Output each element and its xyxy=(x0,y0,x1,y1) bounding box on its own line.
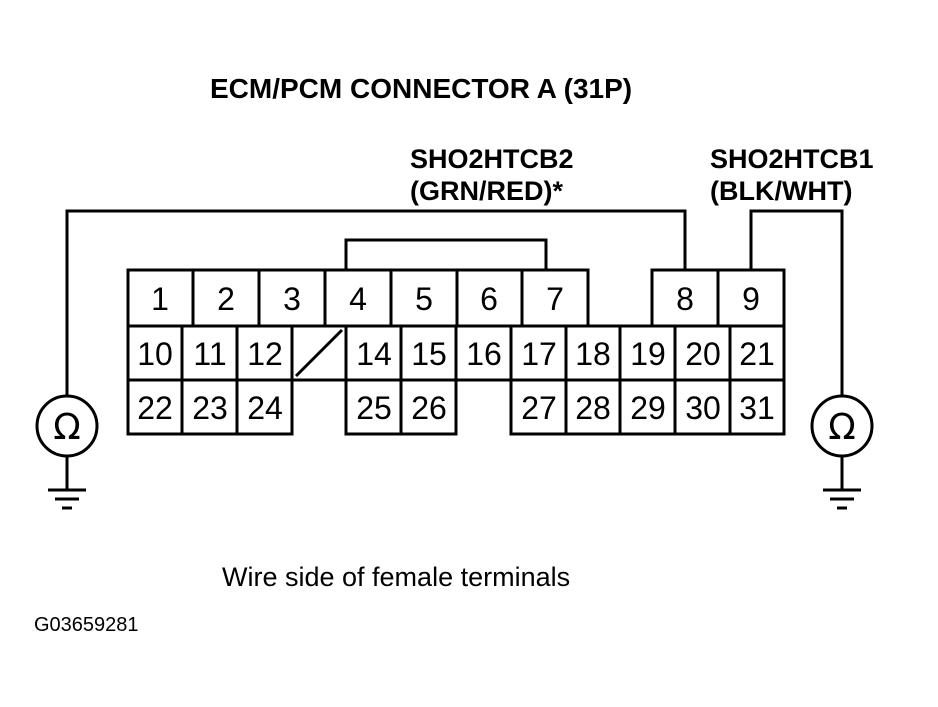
terminal-9: 9 xyxy=(742,281,760,317)
terminal-8: 8 xyxy=(676,281,694,317)
terminal-10: 10 xyxy=(137,336,173,372)
terminal-25: 25 xyxy=(356,390,392,426)
probe-wire-left xyxy=(65,209,687,396)
connector-latch xyxy=(344,238,548,270)
terminal-24: 24 xyxy=(247,390,283,426)
diagram-caption: Wire side of female terminals xyxy=(222,562,570,592)
terminal-1: 1 xyxy=(151,281,169,317)
terminal-11: 11 xyxy=(193,336,226,372)
terminal-5: 5 xyxy=(415,281,433,317)
terminal-7: 7 xyxy=(546,281,564,317)
terminal-3: 3 xyxy=(283,281,301,317)
terminal-4: 4 xyxy=(349,281,367,317)
left-wire-name: SHO2HTCB2 xyxy=(410,144,574,174)
ohm-icon-left: Ω xyxy=(53,407,81,448)
terminal-6: 6 xyxy=(480,281,498,317)
terminal-14: 14 xyxy=(356,336,392,372)
terminal-28: 28 xyxy=(575,390,611,426)
terminal-30: 30 xyxy=(685,390,721,426)
probe-wire-right xyxy=(749,209,844,396)
terminal-21: 21 xyxy=(739,336,775,372)
ground-icon-right xyxy=(823,456,861,510)
terminal-17: 17 xyxy=(521,336,557,372)
ground-icon-left xyxy=(48,456,86,510)
terminal-20: 20 xyxy=(685,336,721,372)
terminal-15: 15 xyxy=(411,336,447,372)
ohm-icon-right: Ω xyxy=(828,407,856,448)
right-wire-color: (BLK/WHT) xyxy=(710,176,852,206)
terminal-18: 18 xyxy=(575,336,611,372)
terminal-27: 27 xyxy=(521,390,557,426)
terminal-26: 26 xyxy=(411,390,447,426)
terminal-12: 12 xyxy=(247,336,283,372)
terminal-2: 2 xyxy=(217,281,235,317)
terminal-29: 29 xyxy=(630,390,666,426)
terminal-31: 31 xyxy=(739,390,775,426)
terminal-22: 22 xyxy=(137,390,173,426)
right-wire-name: SHO2HTCB1 xyxy=(710,144,874,174)
terminal-16: 16 xyxy=(466,336,502,372)
terminal-19: 19 xyxy=(630,336,666,372)
terminal-23: 23 xyxy=(192,390,228,426)
figure-code: G03659281 xyxy=(34,614,139,636)
diagram-title: ECM/PCM CONNECTOR A (31P) xyxy=(210,73,632,104)
empty-terminal-mark xyxy=(294,328,344,378)
left-wire-color: (GRN/RED)* xyxy=(410,176,563,206)
